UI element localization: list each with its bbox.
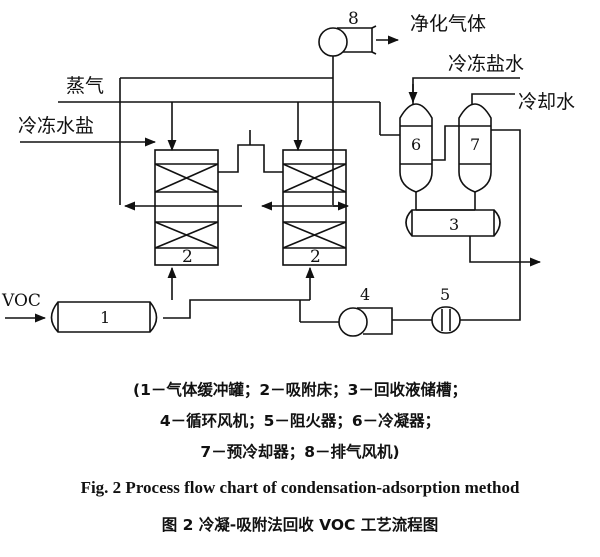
process-flow-diagram: 8 净化气体 冷冻盐水 冷却水 蒸气 冷冻水盐 VOC 1 2 2 3 4 5 … <box>1 9 575 337</box>
legend-line-1: (1－气体缓冲罐；2－吸附床；3－回收液储槽； <box>133 381 467 399</box>
figure-caption-cn: 图 2 冷凝-吸附法回收 VOC 工艺流程图 <box>161 516 439 534</box>
adsorber-right-number: 2 <box>310 247 321 267</box>
steam-label: 蒸气 <box>66 75 104 97</box>
storage-tank-number: 3 <box>449 215 459 234</box>
circulation-fan-number: 4 <box>360 285 370 304</box>
legend-line-3: 7－预冷却器；8－排气风机) <box>200 443 400 461</box>
figure-caption-en: Fig. 2 Process flow chart of condensatio… <box>80 478 520 497</box>
adsorber-bed-left <box>154 149 219 266</box>
precooler-7 <box>458 103 492 193</box>
buffer-tank-number: 1 <box>100 308 110 327</box>
precooler-number: 7 <box>470 135 480 154</box>
exhaust-fan-8 <box>318 27 348 57</box>
condenser-6 <box>399 103 433 193</box>
legend-line-2: 4－循环风机；5－阻火器；6－冷凝器； <box>159 412 441 430</box>
voc-inlet-label: VOC <box>1 291 41 311</box>
circulation-fan-4 <box>338 307 368 337</box>
exhaust-fan-number: 8 <box>348 9 359 29</box>
flame-arrester-number: 5 <box>440 285 450 304</box>
chilled-water-salt-label: 冷冻水盐 <box>18 115 94 137</box>
condenser-number: 6 <box>411 135 421 154</box>
flame-arrester-5 <box>431 306 461 334</box>
purified-gas-label: 净化气体 <box>410 13 486 35</box>
adsorber-left-number: 2 <box>182 247 193 267</box>
chilled-brine-label: 冷冻盐水 <box>448 53 524 75</box>
cooling-water-label: 冷却水 <box>518 91 575 113</box>
